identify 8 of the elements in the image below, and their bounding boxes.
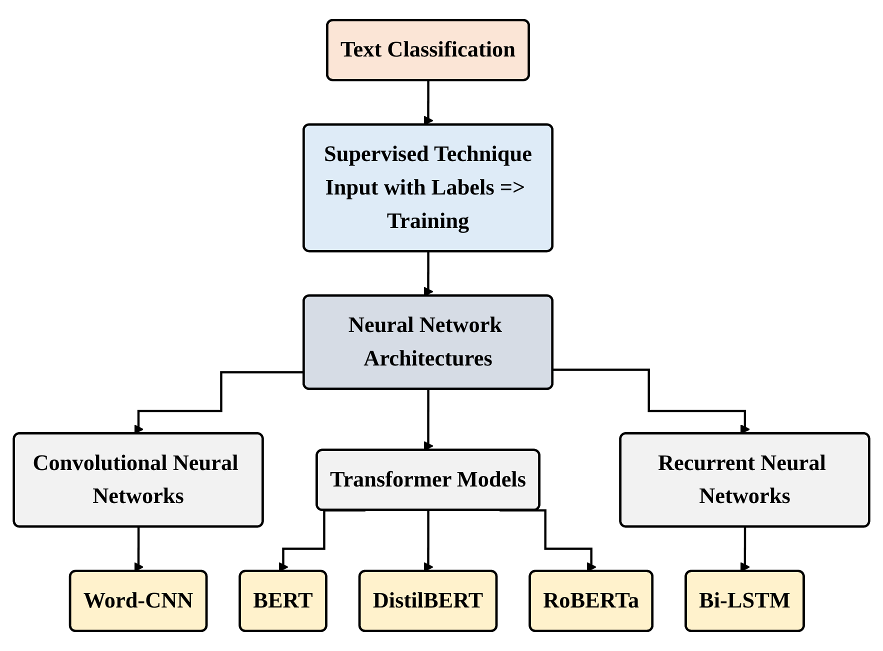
arrow xyxy=(134,526,144,572)
arrow xyxy=(134,371,304,434)
arrow xyxy=(552,368,750,434)
arrow xyxy=(424,388,434,451)
arrow xyxy=(424,80,434,126)
arrow xyxy=(424,509,434,572)
arrow xyxy=(424,250,434,297)
arrow xyxy=(740,526,750,572)
